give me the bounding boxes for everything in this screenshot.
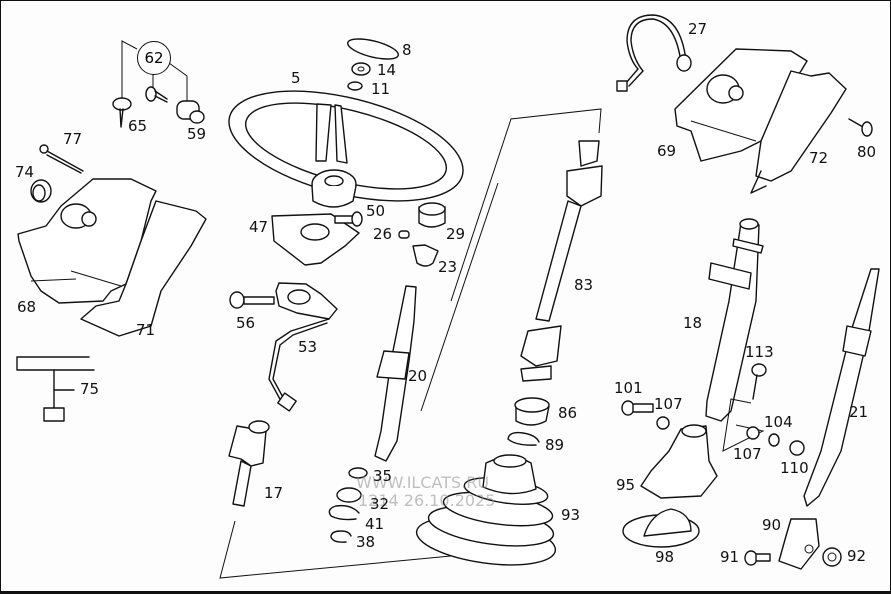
bolt-56-icon [229, 291, 275, 309]
cable-27-icon [616, 14, 692, 92]
callout-113[interactable]: 113 [745, 343, 774, 361]
callout-35[interactable]: 35 [373, 467, 393, 485]
callout-56[interactable]: 56 [236, 314, 256, 332]
column-shroud-68-71 [17, 178, 207, 337]
horn-emblem-8-icon [346, 38, 400, 60]
callout-95[interactable]: 95 [616, 476, 636, 494]
callout-93[interactable]: 93 [561, 506, 581, 524]
callout-47[interactable]: 47 [249, 218, 269, 236]
nut-14-icon [351, 62, 371, 76]
callout-62[interactable]: 62 [137, 41, 171, 75]
callout-68[interactable]: 68 [17, 298, 37, 316]
switch-housing-47-icon [271, 213, 360, 266]
screw-80-icon [848, 118, 873, 137]
clamp-53-icon [268, 282, 338, 412]
callout-83[interactable]: 83 [574, 276, 594, 294]
callout-59[interactable]: 59 [187, 125, 207, 143]
spring-26-icon [398, 230, 410, 239]
callout-32[interactable]: 32 [370, 495, 390, 513]
clip-23-icon [412, 244, 439, 267]
callout-14[interactable]: 14 [377, 61, 397, 79]
nut-110-icon [789, 440, 805, 456]
bushing-29-icon [418, 202, 446, 228]
washer-107-right-icon [746, 426, 760, 440]
callout-72[interactable]: 72 [809, 149, 829, 167]
callout-27[interactable]: 27 [688, 20, 708, 38]
rubber-boot-93-icon [415, 454, 557, 566]
callout-86[interactable]: 86 [558, 404, 578, 422]
nut-92-icon [822, 547, 842, 567]
bolt-77-icon [39, 144, 84, 174]
ring-74-icon [30, 179, 52, 203]
universal-joint-90-icon [778, 518, 820, 570]
callout-38[interactable]: 38 [356, 533, 376, 551]
callout-110[interactable]: 110 [780, 459, 809, 477]
callout-26[interactable]: 26 [373, 225, 393, 243]
callout-18[interactable]: 18 [683, 314, 703, 332]
screw-113-icon [751, 363, 767, 400]
upper-shroud-69-72 [674, 48, 847, 194]
ring-89-icon [507, 431, 540, 446]
seal-98-icon [622, 508, 700, 548]
callout-11[interactable]: 11 [371, 80, 391, 98]
callout-71[interactable]: 71 [136, 321, 156, 339]
washer-11-icon [347, 81, 363, 91]
boot-housing-95-icon [640, 424, 718, 499]
callout-53[interactable]: 53 [298, 338, 318, 356]
washer-35-icon [348, 467, 368, 479]
ignition-switch-17-icon [228, 420, 270, 507]
bolt-91-icon [744, 550, 771, 566]
callout-89[interactable]: 89 [545, 436, 565, 454]
callout-21[interactable]: 21 [849, 403, 869, 421]
callout-17[interactable]: 17 [264, 484, 284, 502]
callout-98[interactable]: 98 [655, 548, 675, 566]
lock-cylinder-59-icon [176, 100, 205, 124]
nut-32-icon [336, 487, 362, 503]
lower-shaft-21-icon [803, 268, 880, 507]
key-set-bracket [121, 40, 188, 101]
screw-50-icon [334, 211, 363, 227]
washer-104-icon [768, 433, 780, 447]
callout-74[interactable]: 74 [15, 163, 35, 181]
steering-wheel-5-icon [228, 90, 464, 208]
key-65-icon [112, 97, 132, 128]
callout-29[interactable]: 29 [446, 225, 466, 243]
callout-80[interactable]: 80 [857, 143, 877, 161]
callout-75[interactable]: 75 [80, 380, 100, 398]
callout-41[interactable]: 41 [365, 515, 385, 533]
callout-65[interactable]: 65 [128, 117, 148, 135]
circlip-41-icon [328, 504, 360, 521]
callout-92[interactable]: 92 [847, 547, 867, 565]
callout-107-left[interactable]: 107 [654, 395, 683, 413]
callout-91[interactable]: 91 [720, 548, 740, 566]
callout-90[interactable]: 90 [762, 516, 782, 534]
bolt-101-icon [621, 400, 654, 416]
cap-86-icon [514, 397, 550, 426]
key-small-icon [145, 86, 168, 103]
intermediate-shaft-83-icon [520, 140, 603, 382]
callout-5[interactable]: 5 [291, 69, 301, 87]
callout-8[interactable]: 8 [402, 41, 412, 59]
callout-23[interactable]: 23 [438, 258, 458, 276]
callout-107-right[interactable]: 107 [733, 445, 762, 463]
callout-101[interactable]: 101 [614, 379, 643, 397]
callout-69[interactable]: 69 [657, 142, 677, 160]
washer-107-left-icon [656, 416, 670, 430]
legend-symbol-75 [16, 356, 95, 422]
callout-104[interactable]: 104 [764, 413, 793, 431]
callout-20[interactable]: 20 [408, 367, 428, 385]
steering-shaft-20-icon [374, 285, 417, 462]
callout-50[interactable]: 50 [366, 202, 386, 220]
column-tube-18-icon [705, 218, 764, 422]
callout-77[interactable]: 77 [63, 130, 83, 148]
circlip-38-icon [330, 530, 352, 543]
